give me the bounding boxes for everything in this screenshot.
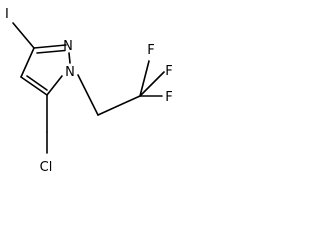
bond-c3-c4 [20,47,35,78]
atom-labels: I N N F F F Cl [5,7,173,175]
atom-chlorine: Cl [40,160,53,175]
atom-fluorine-right: F [165,64,172,79]
atom-nitrogen-1: N [65,65,75,80]
bond-n1-ch2 [77,74,99,116]
bond-ch2-cf3 [97,95,141,116]
bond-iodine-c3 [12,22,35,49]
bond-c3-n2 [33,44,67,49]
bond-c4-c5-double [26,75,48,91]
atom-fluorine-top: F [147,43,154,58]
bond-c3-n2-double [36,49,66,54]
bond-n2-n1 [68,52,71,64]
atom-iodine: I [5,7,9,22]
bond-c5-n1 [46,75,63,96]
bond-cf3-f-right [139,71,165,97]
bond-c4-c5 [20,76,48,96]
bond-cf3-f-top [139,60,150,97]
bonds [12,22,165,154]
atom-fluorine-bottom: F [165,90,172,105]
chemical-structure: I N N F F F Cl [5,7,173,175]
atom-nitrogen-2: N [63,39,73,54]
